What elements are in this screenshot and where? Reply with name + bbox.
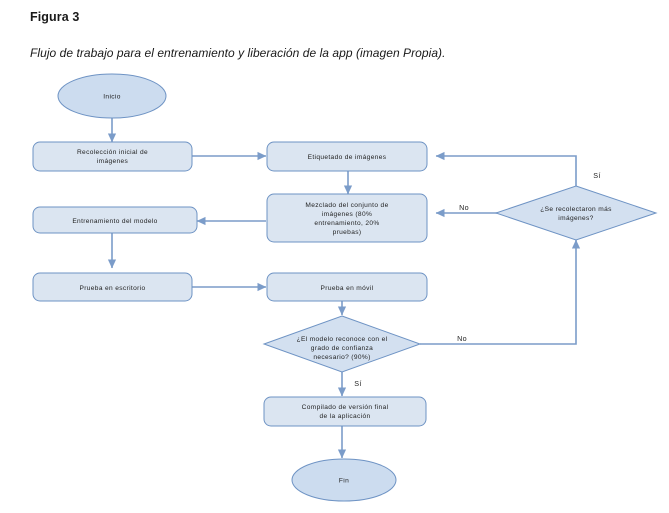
- node-compilado-line1: Compilado de versión final: [302, 404, 389, 411]
- node-prueba-movil-label: Prueba en móvil: [321, 285, 374, 292]
- node-mezclado-line1: Mezclado del conjunto de: [305, 202, 388, 209]
- node-inicio-label: Inicio: [103, 94, 121, 101]
- node-decision-confianza-line2: grado de confianza: [311, 345, 373, 352]
- node-mezclado[interactable]: Mezclado del conjunto de imágenes (80% e…: [266, 193, 428, 243]
- node-decision-recolectaron[interactable]: ¿Se recolectaron más imágenes?: [494, 185, 658, 241]
- node-fin-label: Fin: [339, 478, 349, 485]
- node-fin[interactable]: Fin: [291, 458, 397, 502]
- node-decision-confianza[interactable]: ¿El modelo reconoce con el grado de conf…: [262, 315, 422, 373]
- edge-label-no-confianza: No: [457, 334, 467, 343]
- node-mezclado-line2: imágenes (80%: [322, 211, 372, 218]
- node-recoleccion-inicial[interactable]: Recolección inicial de imágenes: [32, 141, 193, 172]
- node-prueba-escritorio[interactable]: Prueba en escritorio: [32, 272, 193, 302]
- node-decision-confianza-line3: necesario? (90%): [313, 354, 370, 361]
- node-etiquetado-label: Etiquetado de imágenes: [308, 154, 387, 161]
- edge-label-si-confianza: Sí: [354, 379, 361, 388]
- connectors: Compilado --> right, up into bottom of d…: [107, 118, 581, 459]
- figure-title: Figura 3: [30, 10, 80, 24]
- node-compilado[interactable]: Compilado de versión final de la aplicac…: [263, 396, 427, 427]
- node-inicio[interactable]: Inicio: [57, 73, 167, 119]
- node-recoleccion-line1: Recolección inicial de: [77, 149, 148, 156]
- node-mezclado-line3: entrenamiento, 20%: [314, 220, 379, 227]
- node-mezclado-line4: pruebas): [333, 229, 362, 236]
- figure-caption: Flujo de trabajo para el entrenamiento y…: [30, 46, 446, 60]
- edge-label-si-recolectar: Sí: [593, 171, 600, 180]
- node-entrenamiento-label: Entrenamiento del modelo: [72, 218, 157, 225]
- edge-labels: Sí No No Sí: [354, 171, 600, 388]
- node-prueba-escritorio-label: Prueba en escritorio: [79, 285, 145, 292]
- edge-decision-confianza-no-loop: [420, 239, 581, 345]
- node-entrenamiento[interactable]: Entrenamiento del modelo: [32, 206, 198, 234]
- edge-label-no-recolectar: No: [459, 203, 469, 212]
- node-recoleccion-line2: imágenes: [97, 158, 129, 165]
- node-compilado-line2: de la aplicación: [319, 413, 370, 420]
- node-etiquetado[interactable]: Etiquetado de imágenes: [266, 141, 428, 172]
- node-decision-recolectaron-line1: ¿Se recolectaron más: [540, 206, 612, 213]
- node-decision-recolectaron-line2: imágenes?: [558, 215, 593, 222]
- node-prueba-movil[interactable]: Prueba en móvil: [266, 272, 428, 302]
- node-decision-confianza-line1: ¿El modelo reconoce con el: [297, 336, 388, 343]
- flowchart-diagram: Compilado --> right, up into bottom of d…: [32, 73, 658, 502]
- edge-decision-recolectar-si-etiquetado: [435, 151, 577, 186]
